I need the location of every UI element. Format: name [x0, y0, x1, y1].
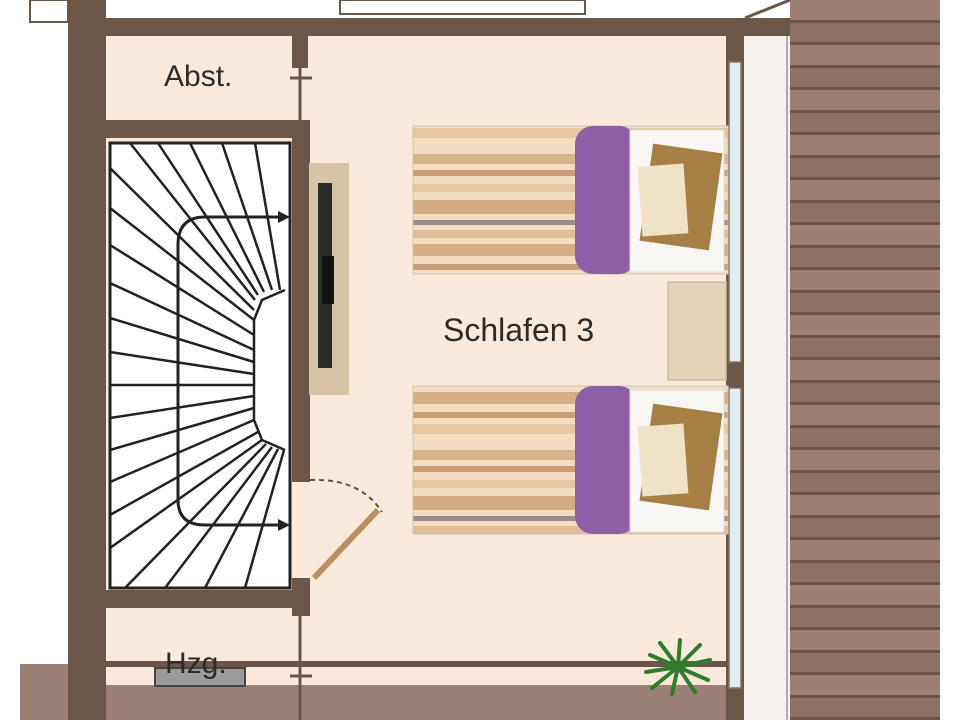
bed-top	[412, 125, 729, 275]
door-swing-icon	[309, 478, 383, 581]
abst-right-wall	[292, 36, 308, 68]
window-right-top	[728, 61, 742, 363]
abst-wall	[106, 120, 306, 138]
plant-icon	[644, 638, 712, 696]
room-label-abst: Abst.	[164, 60, 233, 93]
top-slope	[744, 0, 791, 20]
top-window	[339, 0, 586, 15]
room-label-schlafen: Schlafen 3	[443, 312, 595, 348]
deck-edge	[940, 0, 960, 720]
stair-wall-bottom	[106, 590, 310, 608]
staircase-icon	[108, 141, 292, 590]
bed-bottom	[412, 385, 729, 535]
wall-top	[68, 18, 790, 36]
deck-railing	[744, 36, 790, 720]
wall-left	[68, 0, 106, 720]
bottom-wall	[106, 661, 728, 667]
room-label-hzg: Hzg.	[165, 647, 227, 680]
terrace-deck	[790, 0, 960, 720]
tv-icon	[309, 163, 349, 395]
heater-unit	[154, 667, 246, 687]
stair-wall-right	[292, 120, 310, 482]
window-right-bottom	[728, 387, 742, 689]
top-left-box	[29, 0, 69, 23]
nightstand	[667, 281, 727, 381]
